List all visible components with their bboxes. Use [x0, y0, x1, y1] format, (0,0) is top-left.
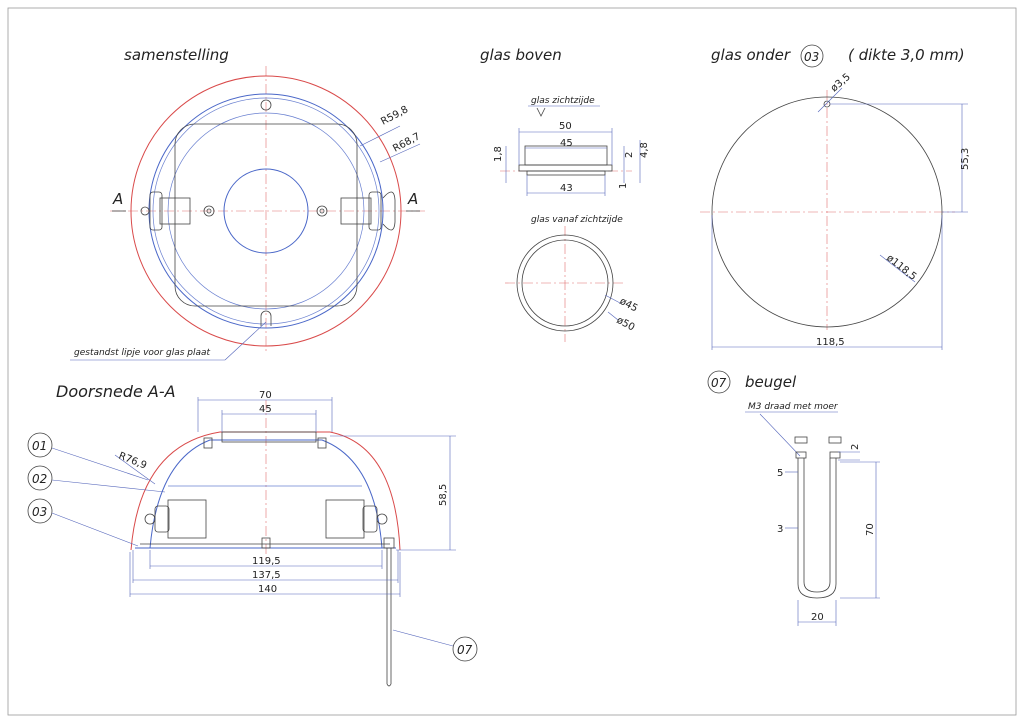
bracket-view: 07 beugel M3 draad met moer 2 5 3 70 20	[707, 370, 880, 626]
section-dim-45: 45	[259, 404, 272, 415]
bracket-thread-note: M3 draad met moer	[748, 402, 839, 412]
bracket-height: 70	[865, 523, 876, 536]
glass-bottom-height: 55,3	[960, 148, 971, 170]
section-w-119-5: 119,5	[252, 556, 281, 567]
housing-outline	[130, 75, 402, 347]
glass-top-title: glas boven	[480, 46, 562, 64]
bracket-dim-5: 5	[777, 468, 783, 479]
glass-top-dim-1-8: 1,8	[493, 146, 504, 162]
glass-top-dim-50: 50	[559, 121, 572, 132]
bracket-width: 20	[811, 612, 824, 623]
visible-side-label: glas zichtzijde	[531, 96, 595, 106]
bracket-part: 07	[711, 376, 727, 390]
part-bubble-02	[27, 465, 53, 491]
section-inner-shell	[149, 439, 383, 549]
section-dome	[130, 431, 401, 551]
glass-outer-circle	[516, 234, 614, 332]
center-opening	[223, 168, 309, 254]
glass-top-dim-4-8: 4,8	[639, 142, 650, 158]
part-label-07: 07	[457, 643, 473, 657]
glass-top-dim-2: 2	[624, 152, 635, 158]
part-bubble-01	[27, 432, 53, 458]
glass-top-dim-45: 45	[560, 138, 573, 149]
section-view: Doorsnede A-A 70 45 R76,9	[27, 382, 478, 687]
bracket-u-outer	[797, 458, 837, 599]
bracket-dim-3: 3	[777, 524, 783, 535]
radius-outer-label: R68,7	[391, 131, 422, 154]
glass-bottom-view: glas onder 03 ( dikte 3,0 mm) ø3,5 55,3 …	[700, 44, 971, 350]
section-mark-left: A	[112, 190, 123, 208]
radius-inner-label: R59,8	[379, 104, 410, 127]
lip-note: gestandst lipje voor glas plaat	[74, 348, 211, 358]
glass-dia-50: ø50	[615, 315, 637, 334]
glass-inner-circle	[521, 239, 609, 327]
section-height: 58,5	[438, 484, 449, 506]
part-bubble-07	[452, 636, 478, 662]
part-bubble-03-top	[800, 44, 824, 68]
sheet-border	[7, 7, 1017, 716]
glass-top-dim-1: 1	[618, 183, 629, 189]
glass-view-title: glas vanaf zichtzijde	[531, 215, 623, 225]
glass-bottom-width: 118,5	[816, 337, 845, 348]
bracket-u-inner	[803, 458, 831, 593]
assembly-title: samenstelling	[124, 46, 229, 64]
glass-dia-45: ø45	[618, 296, 640, 315]
bracket-title: beugel	[745, 373, 797, 391]
glass-bottom-thickness: ( dikte 3,0 mm)	[848, 46, 965, 64]
part-label-02: 02	[32, 472, 47, 486]
part-bubble-07-bracket	[707, 370, 731, 394]
glass-top-dim-43: 43	[560, 183, 573, 194]
part-label-01: 01	[32, 439, 47, 453]
glass-bottom-part: 03	[804, 50, 819, 64]
assembly-view: samenstelling A A R59,8	[70, 46, 425, 361]
section-title: Doorsnede A-A	[56, 382, 176, 401]
glass-top-view: glas boven glas zichtzijde 50 45 43 1,8 …	[480, 46, 650, 342]
section-w-137-5: 137,5	[252, 570, 281, 581]
glass-bottom-diameter: ø118,5	[884, 253, 918, 283]
part-bubble-03	[27, 498, 53, 524]
glass-bottom-hole-dia: ø3,5	[829, 72, 853, 95]
section-w-140: 140	[258, 584, 277, 595]
section-radius: R76,9	[117, 451, 148, 472]
bracket-dim-2: 2	[850, 444, 861, 450]
section-mark-right: A	[407, 190, 418, 208]
section-dim-70: 70	[259, 390, 272, 401]
glass-bottom-title: glas onder	[711, 46, 791, 64]
part-label-03: 03	[32, 505, 47, 519]
